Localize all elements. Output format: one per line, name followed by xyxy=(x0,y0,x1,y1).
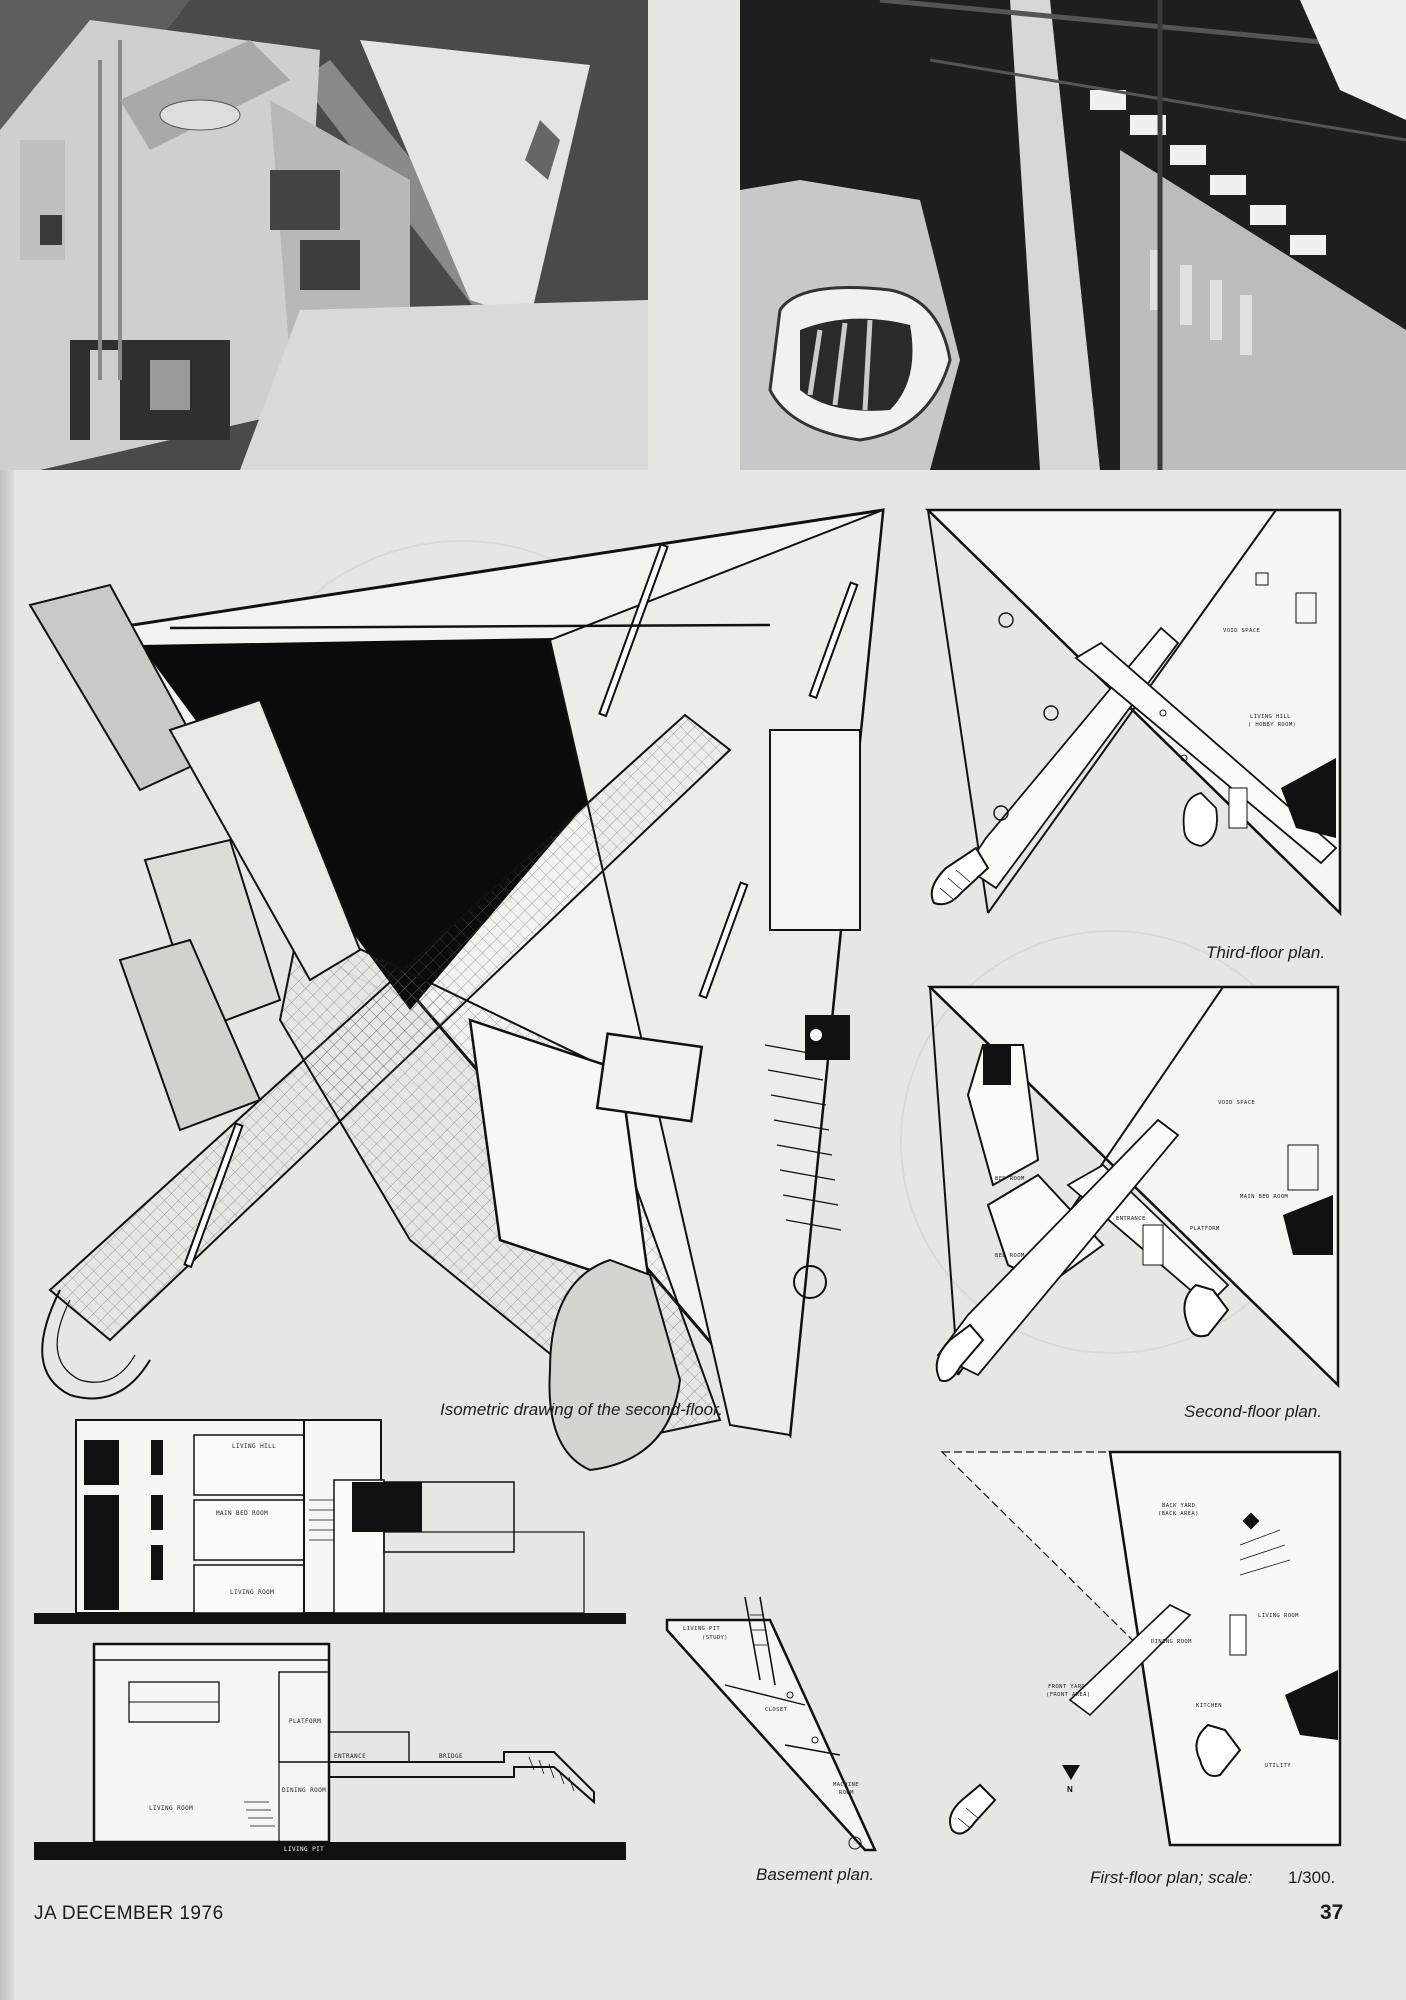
label-section-a-living-room: LIVING ROOM xyxy=(230,1589,274,1596)
label-section-b-living-room: LIVING ROOM xyxy=(149,1805,193,1812)
label-first-dining-room: DINING ROOM xyxy=(1151,1639,1192,1645)
label-section-b-dining-room: DINING ROOM xyxy=(282,1787,326,1794)
page-number: 37 xyxy=(1320,1901,1344,1924)
label-section-b-bridge: BRIDGE xyxy=(439,1753,463,1760)
label-basement-living-pit: LIVING PIT xyxy=(683,1626,720,1632)
label-second-bed-room-1: BED ROOM xyxy=(995,1176,1025,1182)
label-second-main-bed-room: MAIN BED ROOM xyxy=(1240,1194,1289,1200)
label-basement-room: ROOM xyxy=(839,1790,854,1796)
label-section-b-entrance: ENTRANCE xyxy=(334,1753,366,1760)
model-photo-overview xyxy=(0,0,648,470)
isometric-drawing xyxy=(28,500,890,1472)
label-first-living-room: LIVING ROOM xyxy=(1258,1613,1299,1619)
second-floor-plan: VOID SPACE MAIN BED ROOM BED ROOM BED RO… xyxy=(926,985,1346,1395)
third-floor-plan: VOID SPACE LIVING HILL ( HOBBY ROOM) xyxy=(924,508,1342,928)
label-section-b-living-pit: LIVING PIT xyxy=(284,1846,324,1853)
label-section-b-platform: PLATFORM xyxy=(289,1718,321,1725)
section-drawing-b: PLATFORM ENTRANCE BRIDGE DINING ROOM LIV… xyxy=(34,1642,626,1860)
label-first-back-yard: BACK YARD xyxy=(1162,1503,1195,1509)
label-second-entrance: ENTRANCE xyxy=(1116,1216,1146,1222)
label-second-bed-room-2: BED ROOM xyxy=(995,1253,1025,1259)
first-floor-plan: BACK YARD (BACK AREA) LIVING ROOM DINING… xyxy=(940,1450,1344,1860)
label-first-back-area: (BACK AREA) xyxy=(1158,1511,1199,1517)
label-first-front-yard: FRONT YARD xyxy=(1048,1684,1085,1690)
label-basement-machine: MACHINE xyxy=(833,1782,859,1788)
caption-isometric: Isometric drawing of the second-floor. xyxy=(440,1400,723,1419)
label-second-void-space: VOID SPACE xyxy=(1218,1100,1255,1106)
label-first-kitchen: KITCHEN xyxy=(1196,1703,1222,1709)
caption-second-floor: Second-floor plan. xyxy=(1184,1402,1322,1421)
caption-basement: Basement plan. xyxy=(756,1865,875,1884)
basement-plan: LIVING PIT (STUDY) CLOSET MACHINE ROOM xyxy=(665,1595,890,1865)
north-arrow-label: N xyxy=(1067,1785,1073,1794)
label-section-a-living-hill: LIVING HILL xyxy=(232,1443,276,1450)
label-third-living-hill: LIVING HILL xyxy=(1250,714,1291,720)
caption-first-floor: First-floor plan; scale: xyxy=(1090,1868,1253,1887)
label-section-a-main-bed-room: MAIN BED ROOM xyxy=(216,1510,268,1517)
label-first-front-area: (FRONT AREA) xyxy=(1046,1692,1091,1698)
section-drawing-a: LIVING HILL MAIN BED ROOM LIVING ROOM xyxy=(34,1419,626,1625)
label-first-utility: UTILITY xyxy=(1265,1763,1291,1769)
label-basement-closet: CLOSET xyxy=(765,1707,788,1713)
model-photo-interior-stair xyxy=(740,0,1406,470)
page-spine-shadow xyxy=(0,0,14,2000)
label-second-platform: PLATFORM xyxy=(1190,1226,1220,1232)
label-third-hobby-room: ( HOBBY ROOM) xyxy=(1248,722,1296,728)
caption-first-floor-scale: 1/300. xyxy=(1288,1868,1336,1887)
label-basement-study: (STUDY) xyxy=(702,1635,728,1641)
label-third-void-space: VOID SPACE xyxy=(1223,628,1260,634)
folio: JA DECEMBER 1976 xyxy=(34,1903,224,1924)
caption-third-floor: Third-floor plan. xyxy=(1206,943,1326,962)
